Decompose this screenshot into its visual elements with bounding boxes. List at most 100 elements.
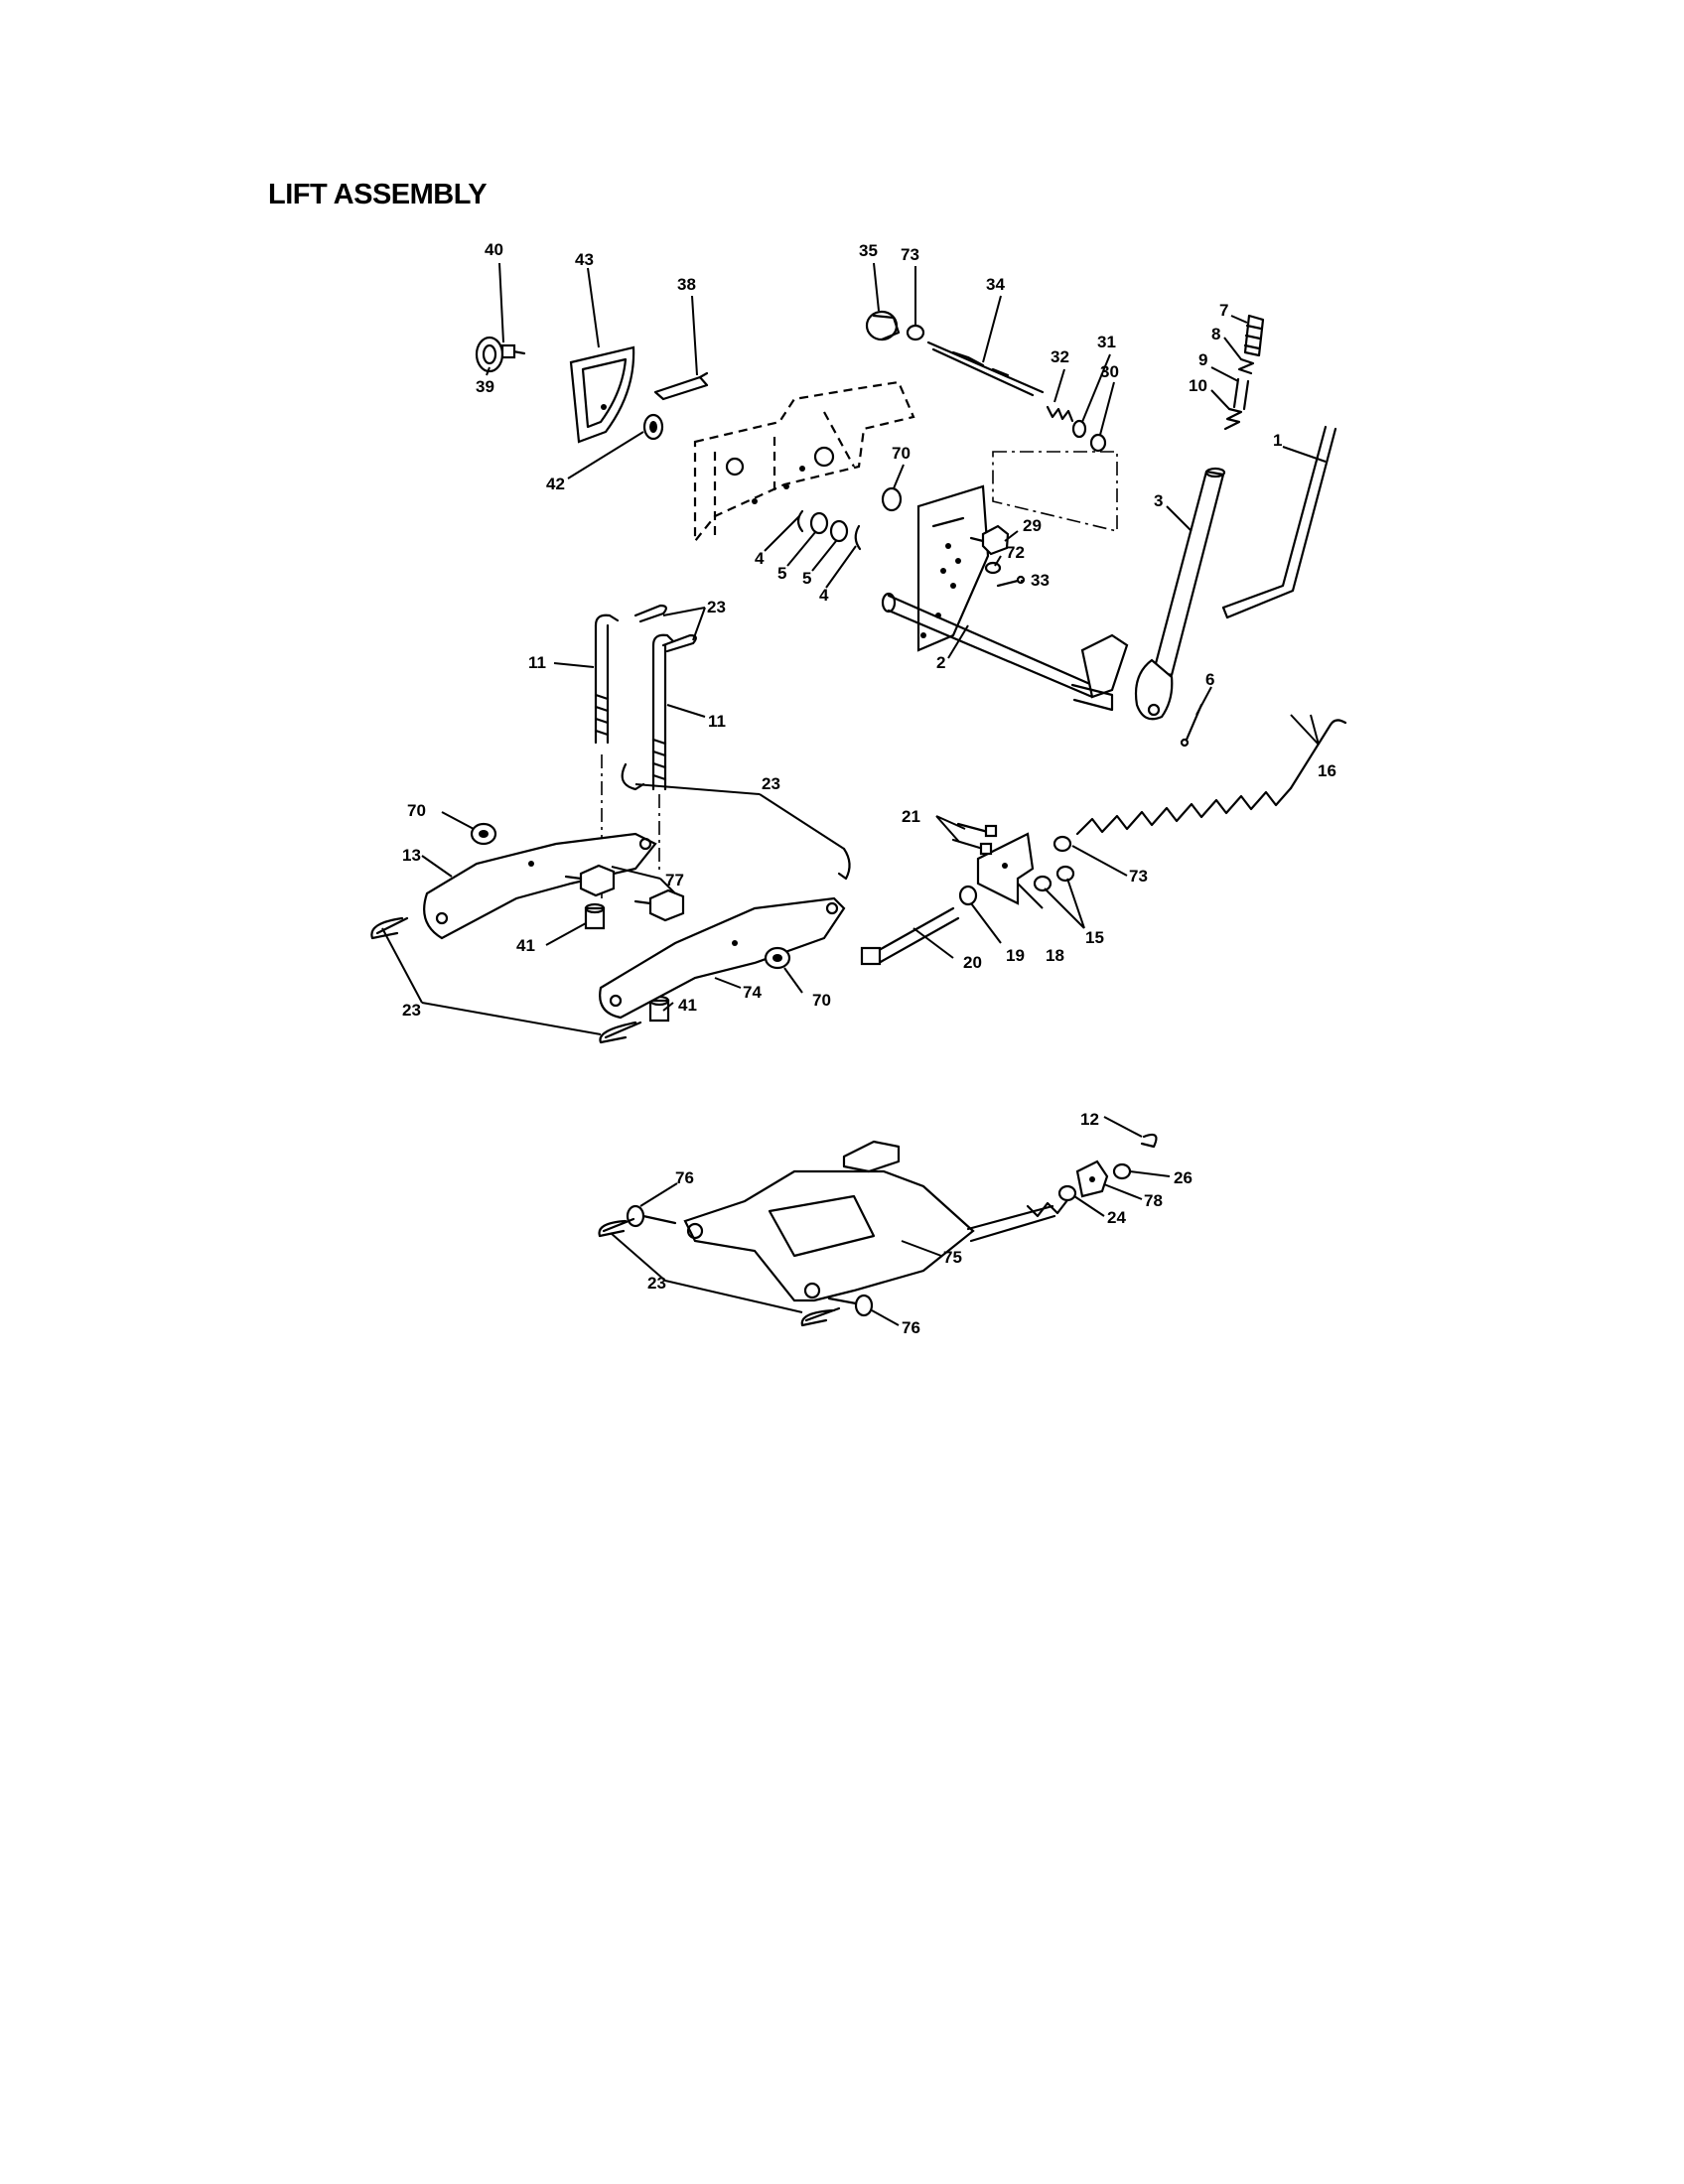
callout-29: 29 <box>1023 516 1042 535</box>
callout-41-b: 41 <box>678 996 697 1015</box>
part-39-knob <box>475 336 504 373</box>
part-76-pin-b <box>827 1294 874 1317</box>
part-38-pin <box>653 371 709 401</box>
callout-30: 30 <box>1100 362 1119 381</box>
part-40-bolt <box>500 343 526 359</box>
callout-35: 35 <box>859 241 878 260</box>
callout-9: 9 <box>1198 350 1207 369</box>
leader-lines <box>381 262 1327 1326</box>
part-20-bolt <box>860 906 960 966</box>
part-23-hairpin-c <box>621 762 645 791</box>
callout-16: 16 <box>1318 761 1336 780</box>
part-7-grip <box>1243 314 1265 357</box>
callout-20: 20 <box>963 953 982 972</box>
callout-6: 6 <box>1205 670 1214 689</box>
callout-18: 18 <box>1046 946 1064 965</box>
part-1-rod <box>1221 425 1337 619</box>
part-32-spring <box>1046 405 1074 423</box>
part-4-ring-a <box>796 509 804 533</box>
part-43-guard <box>569 345 635 444</box>
part-18-bracket <box>976 832 1035 905</box>
callout-42: 42 <box>546 475 565 493</box>
part-78-clevis <box>1075 1160 1109 1198</box>
callout-38: 38 <box>677 275 696 294</box>
callout-1: 1 <box>1273 431 1282 450</box>
part-11-jbolt-a <box>594 614 620 745</box>
callout-12: 12 <box>1080 1110 1099 1129</box>
part-23-hairpin-h <box>800 1306 841 1327</box>
part-15-nuts <box>1033 865 1075 892</box>
part-23-hairpin-g <box>598 1217 635 1238</box>
callout-31: 31 <box>1097 333 1116 351</box>
part-12-clip <box>1140 1133 1158 1149</box>
callout-19: 19 <box>1006 946 1025 965</box>
callout-70-right: 70 <box>812 991 831 1010</box>
part-74-bracket <box>599 896 846 1020</box>
callout-77: 77 <box>665 871 684 889</box>
part-11-jbolt-b <box>651 633 675 791</box>
part-16-spring <box>1075 719 1347 836</box>
part-77-block-a <box>564 864 616 897</box>
callout-23-mid: 23 <box>762 774 780 793</box>
part-9-rod <box>1232 377 1250 411</box>
callout-74: 74 <box>743 983 762 1002</box>
part-34-rod <box>926 341 1045 397</box>
part-5-washer-a <box>809 511 829 535</box>
part-23-hairpin-d <box>837 847 851 881</box>
part-75-rod <box>966 1198 1069 1243</box>
part-19-washer <box>958 885 978 906</box>
callout-labels: 40 43 38 39 42 35 73 34 31 32 30 7 8 9 1… <box>402 240 1336 1337</box>
callout-24: 24 <box>1107 1208 1126 1227</box>
callout-43: 43 <box>575 250 594 269</box>
part-76-pin-a <box>626 1204 677 1228</box>
callout-23-lower: 23 <box>647 1274 666 1293</box>
callout-13: 13 <box>402 846 421 865</box>
callout-41-a: 41 <box>516 936 535 955</box>
callout-33: 33 <box>1031 571 1050 590</box>
part-35-knob <box>865 310 901 341</box>
part-23-hairpin-e <box>370 916 409 940</box>
part-3-lever <box>1134 467 1226 721</box>
part-70-nut-b <box>470 822 497 846</box>
part-41-spacer-a <box>584 902 606 930</box>
callout-8: 8 <box>1211 325 1220 343</box>
callout-76-right: 76 <box>902 1318 920 1337</box>
callout-73-top: 73 <box>901 245 919 264</box>
callout-78: 78 <box>1144 1191 1163 1210</box>
callout-73-bottom: 73 <box>1129 867 1148 886</box>
part-23-hairpin-b <box>661 633 697 653</box>
callout-4-b: 4 <box>819 586 829 605</box>
part-73-nut-bottom <box>1052 835 1072 853</box>
callout-7: 7 <box>1219 301 1228 320</box>
callout-5-b: 5 <box>802 569 811 588</box>
frame-outline <box>693 380 915 545</box>
part-70-nut-a <box>881 486 903 512</box>
part-77-block-b <box>633 888 685 922</box>
callout-10: 10 <box>1189 376 1207 395</box>
part-23-hairpin-f <box>599 1021 642 1044</box>
callout-70-top: 70 <box>892 444 911 463</box>
part-21-bolts <box>951 822 998 856</box>
callout-26: 26 <box>1174 1168 1193 1187</box>
callout-21: 21 <box>902 807 920 826</box>
callout-76-left: 76 <box>675 1168 694 1187</box>
callout-11-a: 11 <box>528 653 546 672</box>
part-29-block <box>969 524 1010 556</box>
part-75-plate <box>683 1169 975 1302</box>
part-24-nut <box>1057 1184 1077 1202</box>
callout-2: 2 <box>936 653 945 672</box>
callout-5-a: 5 <box>777 564 786 583</box>
part-30-nut <box>1089 433 1107 453</box>
part-26-nut <box>1112 1162 1132 1180</box>
part-4-ring-b <box>854 524 862 551</box>
part-10-spring <box>1223 407 1243 431</box>
callout-11-b: 11 <box>708 712 726 731</box>
callout-40: 40 <box>485 240 503 259</box>
part-73-nut-top <box>906 324 925 341</box>
part-23-hairpin-a <box>633 604 667 623</box>
callout-75: 75 <box>943 1248 962 1267</box>
part-72-nut <box>984 561 1002 575</box>
callout-23-bottom-left: 23 <box>402 1001 421 1020</box>
callout-70-left: 70 <box>407 801 426 820</box>
